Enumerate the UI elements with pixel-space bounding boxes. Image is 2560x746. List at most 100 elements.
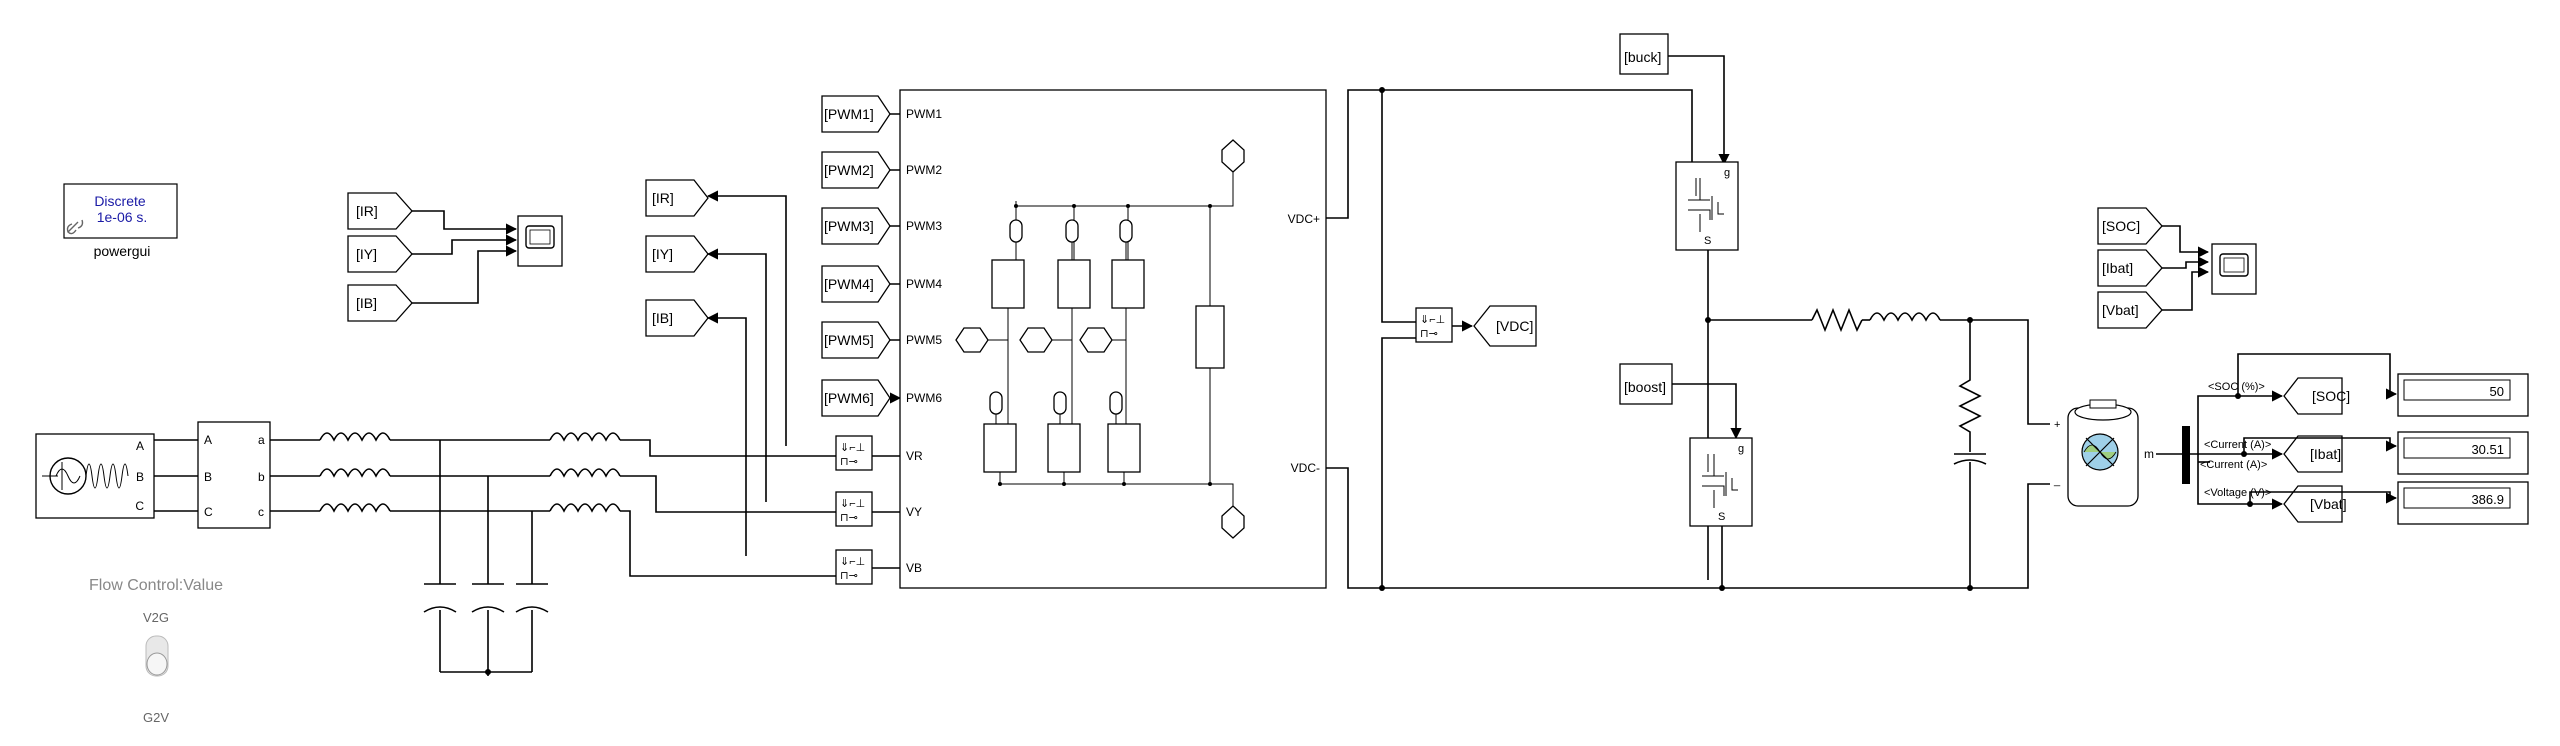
goto-tag-iy[interactable]: [IY] — [347, 235, 413, 273]
current-sensor-b[interactable]: ⇓⌐⊥ ⊓⊸ — [835, 549, 873, 585]
battery-block[interactable]: + _ m — [2053, 399, 2154, 507]
svg-text:[buck]: [buck] — [1624, 49, 1661, 65]
svg-text:VB: VB — [906, 561, 922, 575]
svg-text:PWM5: PWM5 — [906, 333, 942, 347]
from-tag-pwm5[interactable]: [PWM5] — [821, 321, 891, 359]
svg-text:⊓⊸: ⊓⊸ — [840, 512, 858, 524]
svg-text:VDC-: VDC- — [1291, 461, 1320, 475]
svg-text:[IR]: [IR] — [652, 190, 674, 206]
flow-control-v2g-label: V2G — [143, 610, 169, 625]
output-rl-filter — [1708, 307, 2050, 591]
svg-text:[SOC]: [SOC] — [2312, 388, 2350, 404]
svg-text:[boost]: [boost] — [1624, 379, 1666, 395]
svg-text:[IY]: [IY] — [356, 246, 377, 262]
from-tag-iy[interactable]: [IY] — [645, 235, 709, 273]
bus-signal-soc: <SOC (%)> — [2208, 381, 2265, 393]
svg-text:50: 50 — [2490, 384, 2504, 399]
powergui-mode: Discrete — [94, 193, 146, 209]
powergui-label: powergui — [94, 243, 151, 259]
svg-text:A: A — [204, 433, 212, 447]
svg-text:PWM6: PWM6 — [906, 391, 942, 405]
svg-text:PWM2: PWM2 — [906, 163, 942, 177]
svg-text:⇓⌐⊥: ⇓⌐⊥ — [1420, 314, 1445, 326]
from-tag-pwm2[interactable]: [PWM2] — [821, 151, 891, 189]
goto-tag-ibat-out[interactable]: [Ibat] — [2283, 435, 2343, 473]
from-tag-pwm4[interactable]: [PWM4] — [821, 265, 891, 303]
grid-current-scope-group: [IR] [IY] [IB] — [347, 192, 563, 322]
svg-text:[IR]: [IR] — [356, 203, 378, 219]
from-tag-pwm6[interactable]: [PWM6] — [821, 379, 891, 417]
svg-text:[Vbat]: [Vbat] — [2310, 496, 2347, 512]
boost-mosfet[interactable]: g S — [1689, 437, 1753, 527]
flow-control: Flow Control:Value V2G G2V — [89, 577, 223, 725]
flow-control-toggle[interactable] — [145, 635, 169, 677]
battery-scope-group: [SOC] [Ibat] [Vbat] — [2097, 207, 2257, 329]
buck-source-label: S — [1704, 235, 1711, 247]
from-tag-pwm3[interactable]: [PWM3] — [821, 207, 891, 245]
from-tag-pwm1[interactable]: [PWM1] — [821, 95, 891, 133]
current-tags: [IR] [IY] [IB] — [645, 179, 787, 556]
boost-source-label: S — [1718, 511, 1725, 523]
goto-tag-boost[interactable]: [boost] — [1619, 363, 1673, 405]
flow-control-title: Flow Control:Value — [89, 577, 223, 594]
bus-signal-current-2: <Current (A)> — [2200, 459, 2267, 471]
svg-text:[IB]: [IB] — [652, 310, 673, 326]
flow-control-g2v-label: G2V — [143, 710, 169, 725]
line-inductors — [270, 432, 836, 577]
svg-text:[PWM5]: [PWM5] — [824, 332, 874, 348]
from-tag-ir[interactable]: [IR] — [645, 179, 709, 217]
goto-tag-ib[interactable]: [IB] — [347, 284, 413, 322]
dc-voltage-measurement[interactable]: ⇓⌐⊥ ⊓⊸ — [1415, 307, 1453, 343]
grid-scope[interactable] — [517, 215, 563, 267]
svg-text:[PWM6]: [PWM6] — [824, 390, 874, 406]
from-tag-ibat[interactable]: [Ibat] — [2097, 249, 2163, 287]
current-sensor-y[interactable]: ⇓⌐⊥ ⊓⊸ — [835, 491, 873, 527]
svg-text:[PWM3]: [PWM3] — [824, 218, 874, 234]
svg-text:VDC+: VDC+ — [1288, 212, 1320, 226]
goto-tag-ir[interactable]: [IR] — [347, 192, 413, 230]
svg-text:⊓⊸: ⊓⊸ — [1420, 328, 1438, 340]
display-ibat: 30.51 — [2397, 431, 2529, 475]
bus-signal-voltage: <Voltage (V)> — [2204, 487, 2271, 499]
svg-text:PWM4: PWM4 — [906, 277, 942, 291]
goto-tag-buck[interactable]: [buck] — [1619, 33, 1669, 75]
svg-text:[PWM4]: [PWM4] — [824, 276, 874, 292]
svg-text:[Ibat]: [Ibat] — [2310, 446, 2341, 462]
svg-text:C: C — [204, 505, 213, 519]
buck-gate-label: g — [1724, 167, 1730, 179]
svg-text:⊓⊸: ⊓⊸ — [840, 456, 858, 468]
svg-text:[PWM1]: [PWM1] — [824, 106, 874, 122]
battery-plus: + — [2054, 419, 2060, 431]
from-tag-vbat[interactable]: [Vbat] — [2097, 291, 2163, 329]
powergui-block[interactable]: Discrete 1e-06 s. powergui — [63, 183, 178, 259]
source-port-c: C — [135, 499, 144, 513]
svg-text:PWM1: PWM1 — [906, 107, 942, 121]
svg-text:⇓⌐⊥: ⇓⌐⊥ — [840, 556, 865, 568]
battery-scope[interactable] — [2211, 243, 2257, 295]
current-sensor-r[interactable]: ⇓⌐⊥ ⊓⊸ — [835, 435, 873, 471]
svg-text:[SOC]: [SOC] — [2102, 218, 2140, 234]
goto-tag-vbat-out[interactable]: [Vbat] — [2283, 485, 2347, 523]
display-vbat: 386.9 — [2397, 481, 2529, 525]
goto-tag-vdc[interactable]: [VDC] — [1473, 305, 1537, 347]
inverter-subsystem[interactable]: PWM1 PWM2 PWM3 PWM4 PWM5 PWM6 VR VY VB V… — [899, 89, 1327, 589]
vi-measurement-block[interactable]: A B C a b c — [197, 421, 271, 529]
link-icon — [66, 219, 84, 235]
from-tag-ib[interactable]: [IB] — [645, 299, 709, 337]
boost-gate-label: g — [1738, 443, 1744, 455]
three-phase-source[interactable]: A B C — [35, 433, 155, 519]
goto-tag-soc-out[interactable]: [SOC] — [2283, 377, 2350, 415]
svg-text:⇓⌐⊥: ⇓⌐⊥ — [840, 498, 865, 510]
buck-mosfet[interactable]: g S — [1675, 161, 1739, 251]
source-port-b: B — [136, 470, 144, 484]
svg-text:386.9: 386.9 — [2471, 492, 2504, 507]
inverter-bridge-diagram — [955, 139, 1245, 539]
svg-text:c: c — [258, 505, 264, 519]
svg-text:[Vbat]: [Vbat] — [2102, 302, 2139, 318]
powergui-sample-time: 1e-06 s. — [97, 209, 148, 225]
svg-text:[IY]: [IY] — [652, 246, 673, 262]
filter-capacitors — [423, 440, 549, 676]
svg-text:⇓⌐⊥: ⇓⌐⊥ — [840, 442, 865, 454]
from-tag-soc[interactable]: [SOC] — [2097, 207, 2163, 245]
svg-text:[Ibat]: [Ibat] — [2102, 260, 2133, 276]
